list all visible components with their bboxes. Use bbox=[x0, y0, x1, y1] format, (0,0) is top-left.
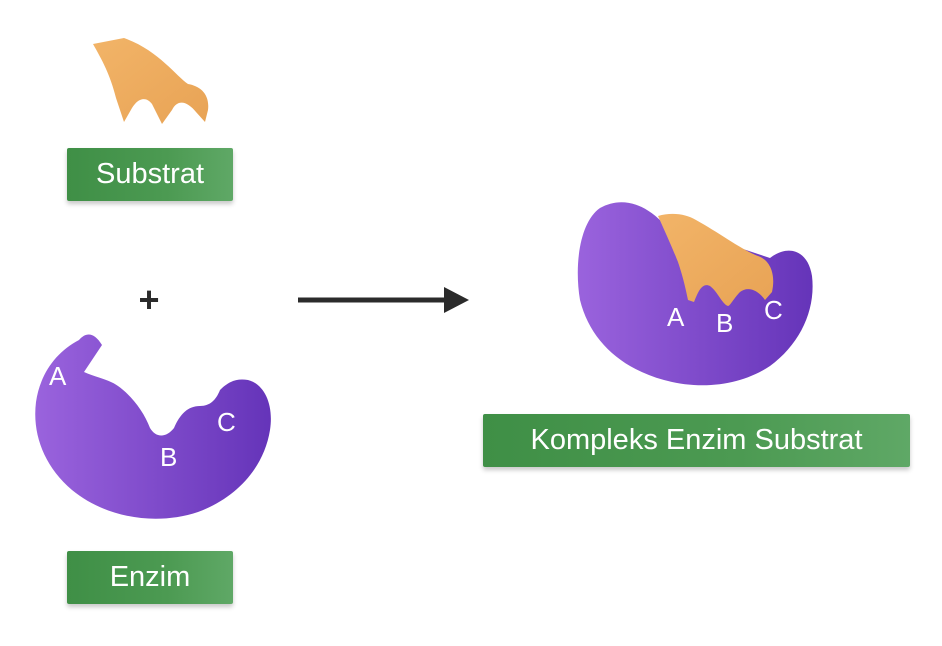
enzyme-site-a-label: A bbox=[49, 361, 67, 391]
plus-sign: + bbox=[138, 279, 159, 320]
substrate-shape bbox=[93, 38, 209, 124]
complex-site-b-label: B bbox=[716, 308, 733, 338]
complex-site-c-label: C bbox=[764, 295, 783, 325]
enzim-label: Enzim bbox=[67, 551, 233, 604]
complex-site-a-label: A bbox=[667, 302, 685, 332]
enzyme-substrate-complex-shape bbox=[577, 202, 813, 386]
enzyme-shape bbox=[35, 334, 271, 519]
enzyme-site-c-label: C bbox=[217, 407, 236, 437]
enzyme-site-b-label: B bbox=[160, 442, 177, 472]
substrat-label: Substrat bbox=[67, 148, 233, 201]
kompleks-enzim-substrat-label: Kompleks Enzim Substrat bbox=[483, 414, 910, 467]
reaction-arrow bbox=[298, 287, 469, 313]
complex-substrate-shape bbox=[658, 213, 774, 306]
